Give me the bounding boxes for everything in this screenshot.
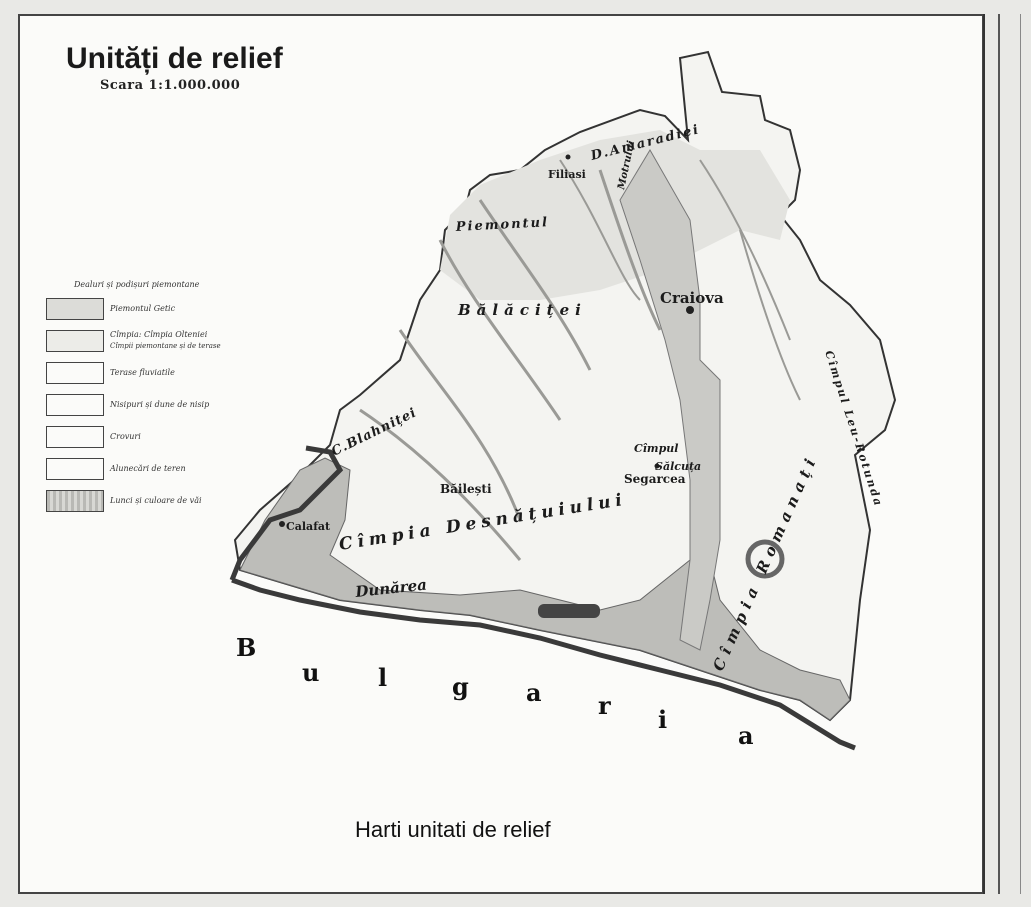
label-bulgaria-letter: a (738, 721, 754, 750)
label-bulgaria-letter: g (452, 672, 469, 701)
river (398, 329, 522, 521)
label-campul-salcuta: Cîmpul (634, 442, 678, 455)
label-calafat: Calafat (286, 520, 331, 533)
label-bailesti: Băilești (440, 482, 492, 496)
river (359, 408, 522, 561)
legend-label: Terase fluviatile (110, 368, 175, 377)
label-piemontul: Piemontul (454, 215, 549, 235)
label-filiasi: Filiasi (548, 168, 586, 181)
legend-heading: Dealuri și podișuri piemontane (74, 280, 200, 289)
city-marker (686, 306, 694, 314)
label-bulgaria-letter: B (236, 633, 256, 662)
label-segarcea: Segarcea (624, 472, 686, 486)
legend-label: Cîmpia: Cîmpia Olteniei (110, 330, 208, 339)
legend-swatch (46, 330, 104, 352)
label-bulgaria-letter: a (526, 678, 542, 707)
river (559, 159, 641, 301)
highlight-circle (745, 539, 785, 579)
legend-swatch (46, 394, 104, 416)
figure-caption: Harti unitati de relief (355, 817, 551, 842)
city-marker (565, 154, 571, 160)
label-craiova: Craiova (660, 289, 724, 307)
legend-swatch (46, 490, 104, 512)
city-marker (654, 463, 660, 469)
legend-swatch (46, 362, 104, 384)
jiu-valley (619, 149, 721, 651)
page-border-line (998, 14, 1000, 894)
legend-label: Crovuri (110, 432, 141, 441)
city-marker (279, 521, 285, 527)
danube-floodplain (239, 457, 851, 721)
legend-label: Piemontul Getic (110, 304, 176, 313)
label-bulgaria-letter: l (378, 663, 387, 692)
legend-label: Nisipuri și dune de nisip (110, 400, 210, 409)
map-title: Unități de relief (66, 42, 283, 75)
label-bulgaria-letter: r (598, 691, 611, 720)
label-bulgaria-letter: i (658, 705, 667, 734)
legend-swatch (46, 426, 104, 448)
label-salcuta: Sălcuța (655, 460, 701, 473)
legend-label: Alunecări de teren (110, 464, 186, 473)
river (438, 239, 562, 421)
river (598, 169, 662, 331)
page-border-line (983, 14, 985, 894)
legend-swatch (46, 298, 104, 320)
legend-label: Lunci și culoare de văi (110, 496, 202, 505)
lake (538, 604, 600, 618)
danube-river-west (229, 445, 344, 581)
danube-river (231, 577, 856, 751)
river (739, 229, 801, 401)
legend-swatch (46, 458, 104, 480)
label-bulgaria-letter: u (302, 658, 319, 687)
river (478, 199, 592, 371)
label-balaciei: Bălăciței (457, 301, 587, 319)
page-border-line (1020, 14, 1021, 894)
legend-sublabel: Cîmpii piemontane și de terase (110, 342, 221, 350)
map-scale: Scara 1:1.000.000 (100, 78, 241, 93)
river (699, 159, 791, 341)
